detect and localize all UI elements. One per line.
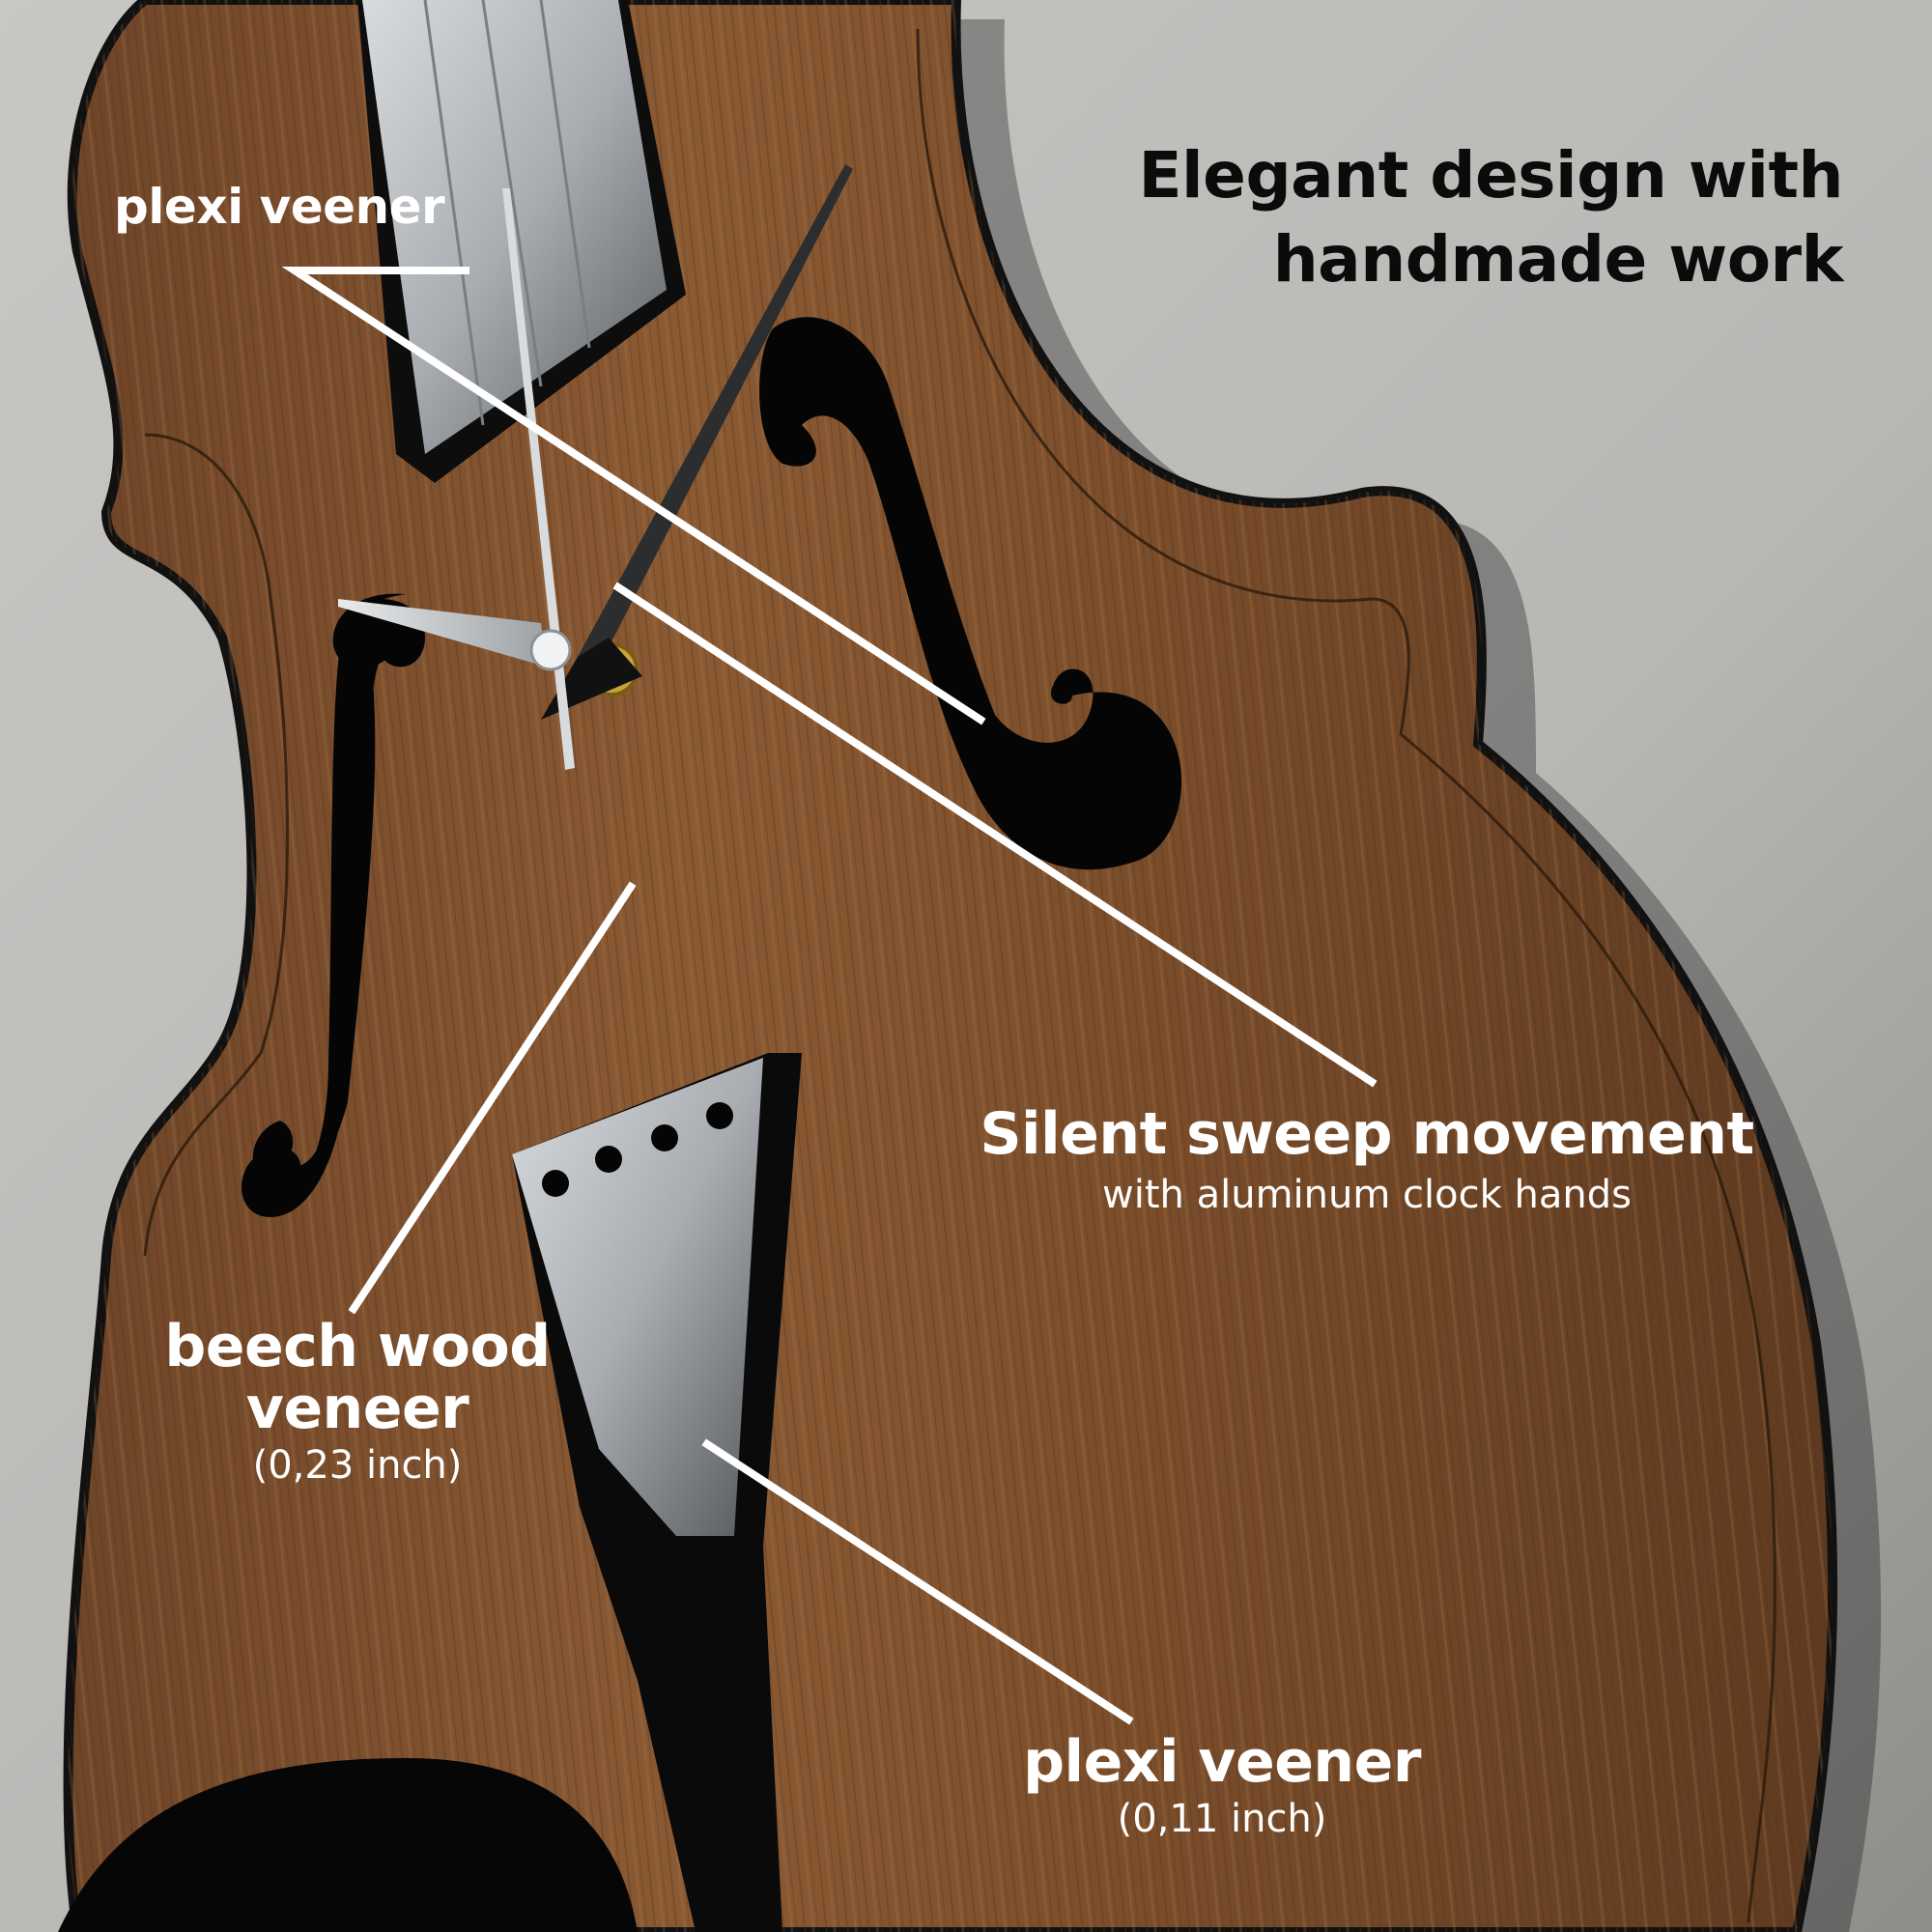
plexi-chinrest [58,1758,638,1932]
second-hand [502,188,575,770]
callout-beech-wood: beech wood veneer (0,23 inch) [155,1316,560,1486]
purfling-line [143,28,1776,1923]
callout-title: plexi veener [1023,1728,1421,1796]
callout-lines [281,267,1378,1725]
wood-grain [68,0,1833,1932]
callout-title-line-1: beech wood [164,1313,551,1380]
callout-movement: Silent sweep movement with aluminum cloc… [976,1099,1758,1215]
tailpiece-hole [706,1102,733,1129]
headline-line-2: handmade work [1272,222,1844,297]
tailpiece-hole [595,1146,622,1173]
callout-subtitle: (0,11 inch) [1117,1797,1327,1841]
tailpiece-hole [651,1124,678,1151]
tailpiece-hole [542,1170,569,1197]
f-hole-left-body [242,599,425,1217]
f-hole-left [252,593,406,1191]
minute-hand [578,164,853,667]
callout-line-movement [612,582,1378,1088]
plexi-tailpiece [512,1053,802,1932]
callout-subtitle: (0,23 inch) [252,1443,463,1488]
callout-title: plexi veener [114,179,445,235]
hour-hand [338,599,546,667]
f-hole-right [759,317,1182,870]
callout-title: Silent sweep movement [980,1100,1754,1168]
callout-subtitle: with aluminum clock hands [1102,1173,1632,1217]
callout-plexi-top: plexi veener [114,179,445,235]
callout-plexi-bottom: plexi veener (0,11 inch) [1014,1729,1430,1839]
headline: Elegant design with handmade work [1138,133,1843,301]
callout-line-beech [348,881,637,1315]
callout-line-plexi-bottom [701,1438,1134,1725]
headline-line-1: Elegant design with [1138,138,1843,213]
callout-title-line-2: veneer [245,1375,469,1442]
clock-hands [338,164,853,770]
callout-line-plexi-top [281,267,986,725]
center-cap [529,629,572,671]
